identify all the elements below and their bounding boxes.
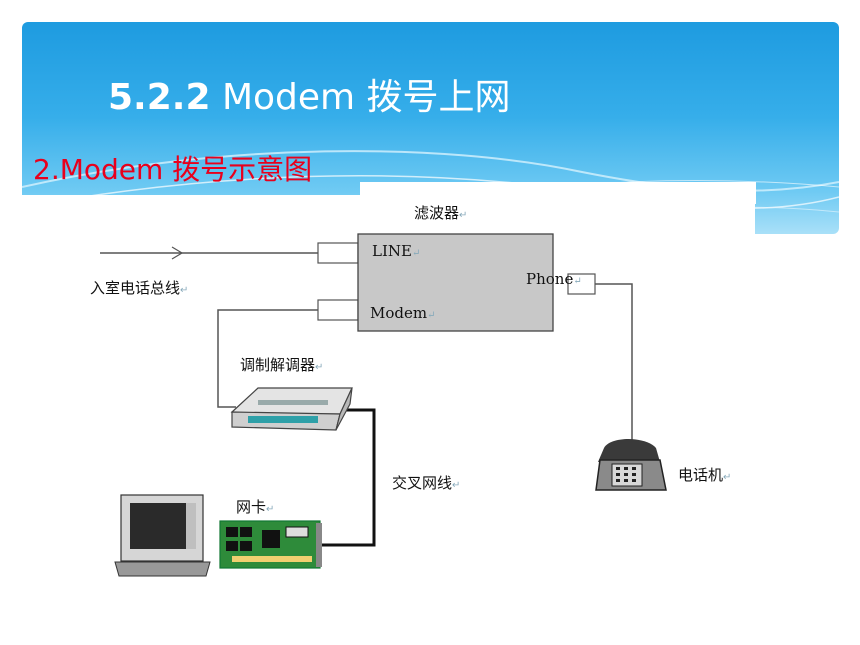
incoming-line-label-text: 入室电话总线 xyxy=(90,279,181,297)
filter-to-phone-wire xyxy=(595,283,633,440)
modem-label-text: 调制解调器 xyxy=(240,356,316,374)
modem-icon xyxy=(230,387,353,431)
phone-label: 电话机↵ xyxy=(678,466,732,484)
filter-port-phone: Phone↵ xyxy=(526,270,582,288)
slide-subtitle: 2.Modem 拨号示意图 xyxy=(33,153,313,186)
crossover-label: 交叉网线↵ xyxy=(392,474,461,492)
nic-label: 网卡↵ xyxy=(236,498,275,516)
incoming-line-label: 入室电话总线↵ xyxy=(90,279,189,297)
title-number: 5.2.2 xyxy=(108,77,211,118)
filter-line-connector xyxy=(317,242,359,264)
filter-box xyxy=(357,233,554,332)
nic-label-text: 网卡 xyxy=(236,498,267,516)
filter-port-phone-text: Phone xyxy=(526,270,574,288)
network-card-icon xyxy=(219,520,322,569)
diagram-top-strip xyxy=(360,182,756,204)
modem-label: 调制解调器↵ xyxy=(240,356,324,374)
computer-icon xyxy=(114,494,211,577)
crossover-label-text: 交叉网线 xyxy=(392,474,453,492)
filter-label: 滤波器↵ xyxy=(414,204,468,222)
filter-port-modem-text: Modem xyxy=(370,304,428,322)
title-text: Modem 拨号上网 xyxy=(221,77,511,118)
filter-label-text: 滤波器 xyxy=(414,204,460,222)
arrow-icon xyxy=(171,246,184,260)
slide-title: 5.2.2 Modem 拨号上网 xyxy=(108,68,511,120)
filter-port-modem: Modem↵ xyxy=(370,304,436,322)
filter-port-line-text: LINE xyxy=(372,242,412,260)
filter-modem-connector xyxy=(317,299,359,321)
filter-to-modem-wire xyxy=(217,309,318,408)
telephone-icon xyxy=(595,439,667,491)
filter-port-line: LINE↵ xyxy=(372,242,421,260)
crossover-cable xyxy=(320,408,376,547)
phone-label-text: 电话机 xyxy=(678,466,724,484)
